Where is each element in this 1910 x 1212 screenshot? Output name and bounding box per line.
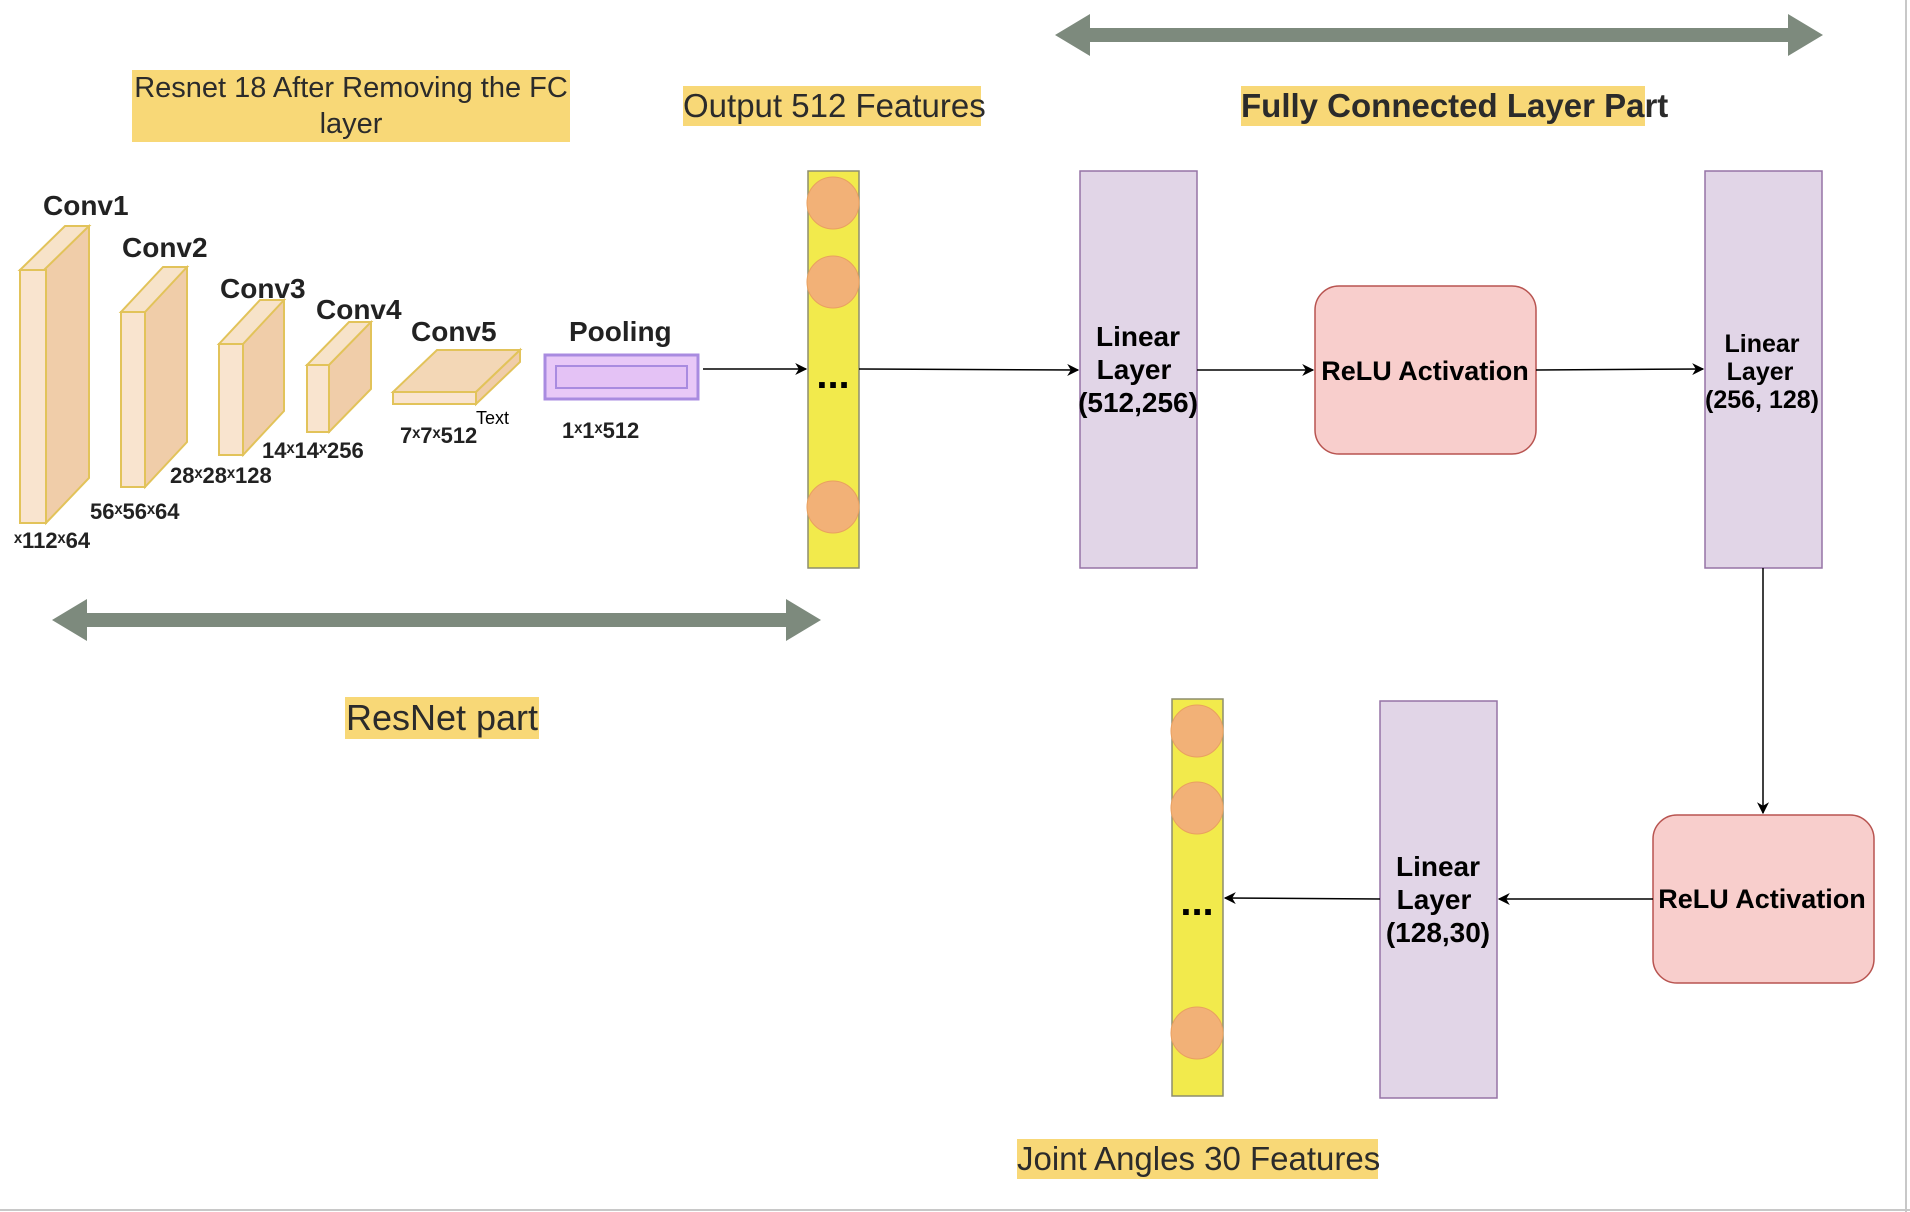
conv4-block bbox=[304, 320, 374, 434]
connector-linear3-to-joint bbox=[1223, 892, 1381, 905]
conv1-label: Conv1 bbox=[43, 190, 129, 221]
stray-text-label: Text bbox=[476, 408, 509, 428]
fc-part-label: Fully Connected Layer Part bbox=[1241, 86, 1669, 126]
conv3-block bbox=[216, 298, 287, 458]
linear-layer-3-line1: Linear bbox=[1396, 851, 1480, 882]
output-feature-node bbox=[806, 176, 860, 230]
output-features-label: Output 512 Features bbox=[683, 86, 986, 126]
linear-layer-2-line2: Layer bbox=[1727, 358, 1794, 386]
conv4-dims: 14ˣ14ˣ256 bbox=[262, 438, 364, 463]
pooling-block bbox=[543, 353, 700, 401]
resnet-part-label: ResNet part bbox=[345, 697, 539, 739]
output-feature-node bbox=[806, 255, 860, 309]
linear-layer-3-line3: (128,30) bbox=[1386, 917, 1490, 948]
fc-span-arrow bbox=[1055, 14, 1823, 56]
linear-layer-2 bbox=[1704, 170, 1823, 569]
linear-layer-1 bbox=[1079, 170, 1198, 569]
pooling-dims: 1ˣ1ˣ512 bbox=[562, 418, 639, 443]
joint-feature-node bbox=[1170, 1006, 1224, 1060]
output-feature-vector: ... bbox=[806, 170, 860, 569]
linear-layer-1-line3: (512,256) bbox=[1078, 387, 1198, 418]
conv3-dims: 28ˣ28ˣ128 bbox=[170, 463, 272, 488]
conv5-label: Conv5 bbox=[411, 316, 497, 347]
joint-angles-label: Joint Angles 30 Features bbox=[1017, 1139, 1381, 1179]
conv1-block bbox=[17, 224, 92, 526]
connector-output-to-linear1 bbox=[858, 363, 1080, 376]
linear-layer-2-line3: (256, 128) bbox=[1705, 386, 1819, 414]
resnet-span-arrow bbox=[52, 599, 821, 641]
output-feature-node bbox=[806, 480, 860, 534]
joint-feature-node bbox=[1170, 704, 1224, 758]
conv5-block bbox=[390, 347, 523, 407]
linear-layer-3 bbox=[1379, 700, 1498, 1099]
conv3-label: Conv3 bbox=[220, 273, 306, 304]
pooling-label: Pooling bbox=[569, 316, 672, 347]
linear-layer-1-line1: Linear bbox=[1096, 321, 1180, 352]
conv1-dims: ˣ112ˣ64 bbox=[13, 528, 91, 553]
resnet-title: Resnet 18 After Removing the FC layer bbox=[132, 70, 570, 142]
linear-layer-3-line2: Layer bbox=[1397, 884, 1472, 915]
relu-activation-2-label: ReLU Activation bbox=[1658, 884, 1866, 914]
joint-ellipsis: ... bbox=[1180, 880, 1213, 924]
linear-layer-2-line1: Linear bbox=[1724, 330, 1799, 358]
conv2-dims: 56ˣ56ˣ64 bbox=[90, 499, 180, 524]
output-ellipsis: ... bbox=[816, 353, 849, 397]
relu-activation-1-label: ReLU Activation bbox=[1321, 356, 1529, 386]
conv2-block bbox=[118, 265, 190, 490]
connector-relu1-to-linear2 bbox=[1535, 363, 1705, 376]
linear-layer-1-line2: Layer bbox=[1097, 354, 1172, 385]
joint-feature-node bbox=[1170, 781, 1224, 835]
conv4-label: Conv4 bbox=[316, 294, 402, 325]
joint-feature-vector: ... bbox=[1170, 698, 1224, 1097]
conv2-label: Conv2 bbox=[122, 232, 208, 263]
conv5-dims: 7ˣ7ˣ512 bbox=[400, 423, 477, 448]
